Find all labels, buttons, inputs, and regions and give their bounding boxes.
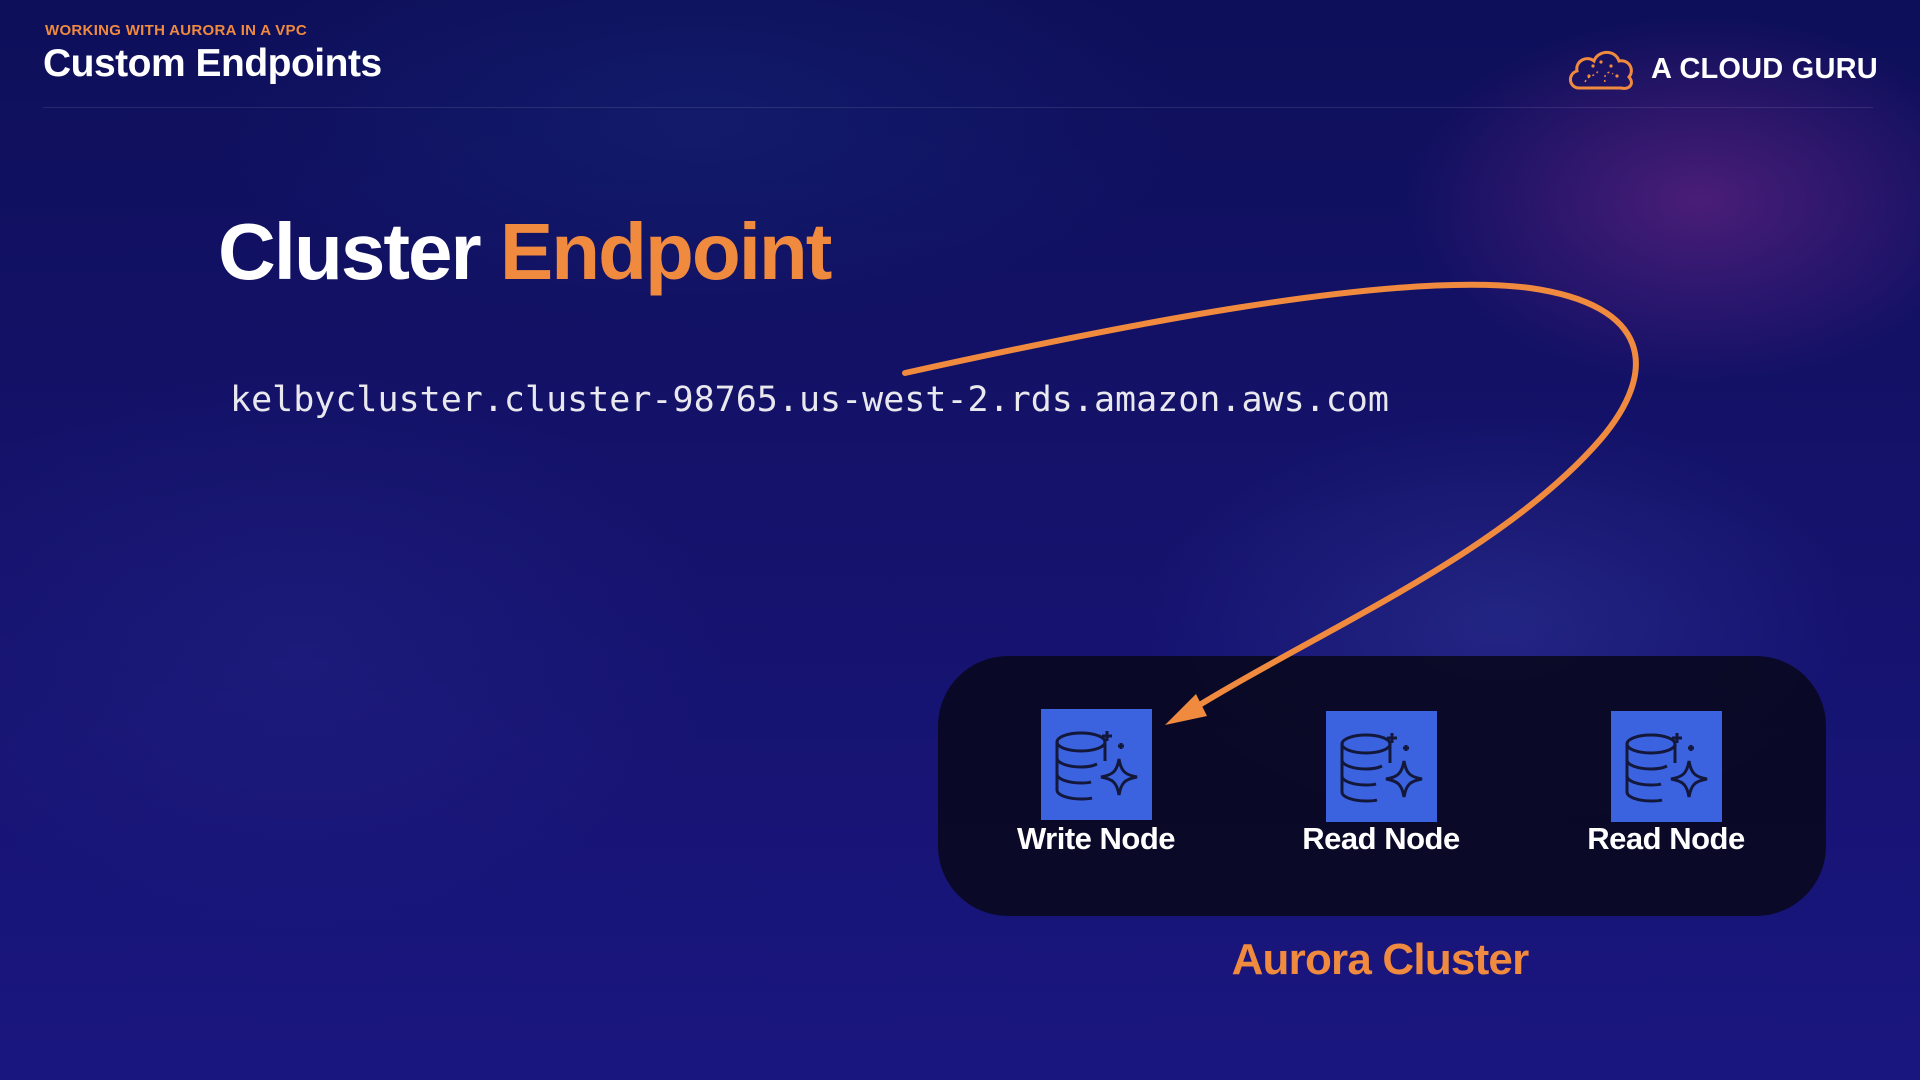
read-node-label: Read Node bbox=[1587, 821, 1745, 856]
deck-title: Custom Endpoints bbox=[43, 42, 382, 85]
headline-word-cluster: Cluster bbox=[218, 207, 482, 296]
headline-word-endpoint: Endpoint bbox=[499, 207, 833, 296]
section-kicker: WORKING WITH AURORA IN A VPC bbox=[45, 22, 307, 39]
aurora-cluster-container: Write Node Read Node bbox=[938, 656, 1826, 916]
slide-headline: Cluster Endpoint bbox=[218, 212, 832, 292]
database-sparkle-icon bbox=[1326, 711, 1437, 822]
brand-logo: A CLOUD GURU bbox=[1565, 44, 1878, 94]
brand-name: A CLOUD GURU bbox=[1651, 52, 1878, 85]
database-sparkle-icon bbox=[1041, 709, 1152, 820]
write-node-label: Write Node bbox=[1016, 821, 1176, 856]
cloud-logo-icon bbox=[1565, 44, 1637, 94]
endpoint-url: kelbycluster.cluster-98765.us-west-2.rds… bbox=[230, 380, 1389, 420]
header-divider bbox=[43, 107, 1873, 108]
aurora-cluster-label: Aurora Cluster bbox=[1231, 935, 1530, 984]
arrowhead-icon bbox=[1165, 694, 1207, 725]
read-node-label: Read Node bbox=[1302, 821, 1460, 856]
database-sparkle-icon bbox=[1611, 711, 1722, 822]
